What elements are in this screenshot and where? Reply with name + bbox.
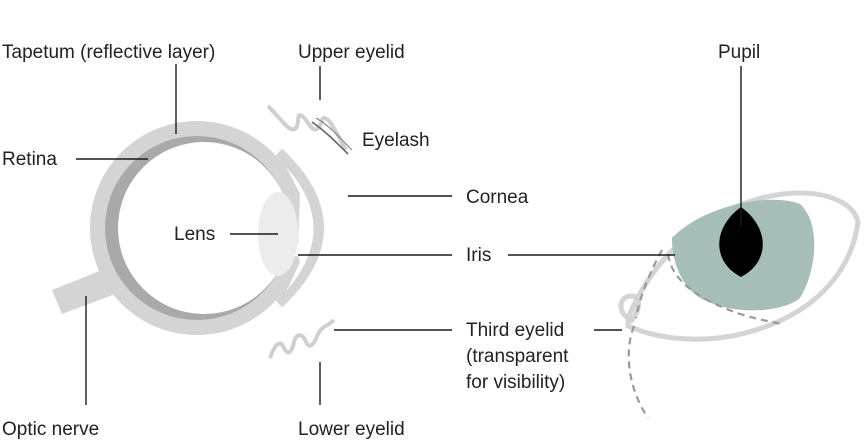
eye-corner	[618, 293, 641, 324]
eyelash-label: Eyelash	[362, 130, 430, 151]
lower-eyelid-shape	[268, 318, 336, 359]
cat-eye-front-view	[618, 190, 861, 419]
third-eyelid-inner	[634, 249, 663, 319]
pupil-label: Pupil	[718, 42, 760, 63]
labels: Tapetum (reflective layer) Upper eyelid …	[2, 42, 760, 440]
upper-eyelid-shape	[266, 104, 348, 152]
retina-label: Retina	[2, 149, 57, 170]
optic-nerve-label: Optic nerve	[2, 419, 99, 440]
third-eyelid-label-line2: (transparent	[466, 346, 569, 367]
third-eyelid-label-line3: for visibility)	[466, 372, 565, 393]
leader-lines	[76, 64, 742, 405]
iris-label: Iris	[466, 245, 491, 266]
iris-lower	[274, 256, 300, 292]
eyelash-shape-2	[315, 117, 353, 151]
third-eyelid-label-line1: Third eyelid	[466, 320, 564, 341]
eye-interior	[118, 142, 290, 314]
upper-eyelid-label: Upper eyelid	[298, 42, 405, 63]
tapetum-label: Tapetum (reflective layer)	[2, 42, 215, 63]
lens-label: Lens	[174, 224, 215, 245]
cornea-shape	[273, 148, 324, 308]
cornea-label: Cornea	[466, 187, 529, 208]
eye-cross-section	[52, 104, 353, 359]
eyelash-shape	[311, 121, 349, 155]
pupil-shape	[719, 207, 763, 277]
third-eyelid-lower	[627, 325, 649, 419]
lower-eyelid-label: Lower eyelid	[298, 419, 405, 440]
